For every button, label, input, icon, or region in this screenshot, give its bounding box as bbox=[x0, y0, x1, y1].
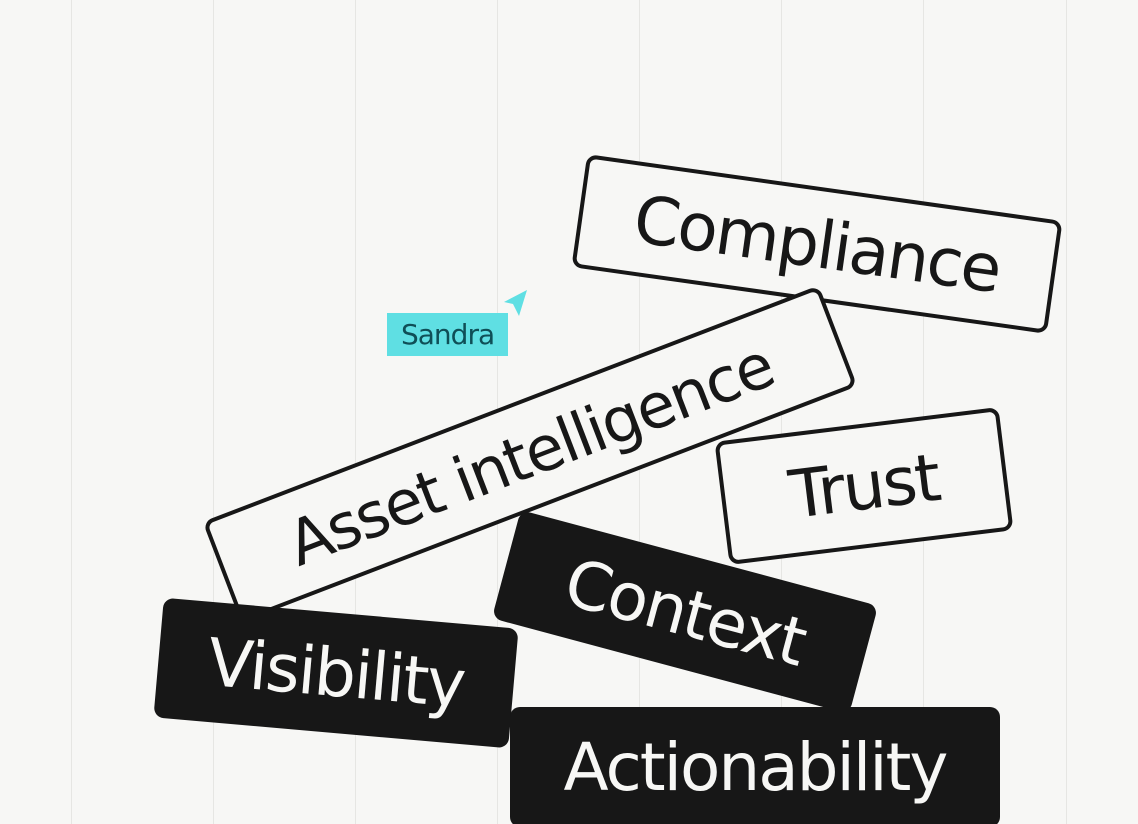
grid-line bbox=[71, 0, 72, 824]
card-actionability-label: Actionability bbox=[563, 728, 949, 806]
card-visibility[interactable]: Visibility bbox=[153, 597, 519, 749]
card-trust[interactable]: Trust bbox=[714, 407, 1014, 565]
grid-line bbox=[1066, 0, 1067, 824]
cursor-user-label: Sandra bbox=[387, 313, 509, 356]
card-actionability[interactable]: Actionability bbox=[510, 707, 1000, 824]
grid-line bbox=[213, 0, 214, 824]
cursor-user-name: Sandra bbox=[401, 318, 495, 351]
grid-line bbox=[923, 0, 924, 824]
pointer-arrow-icon bbox=[504, 290, 527, 316]
grid-line bbox=[355, 0, 356, 824]
card-context-label: Context bbox=[556, 543, 814, 681]
card-visibility-label: Visibility bbox=[204, 623, 468, 723]
card-trust-label: Trust bbox=[784, 438, 944, 534]
